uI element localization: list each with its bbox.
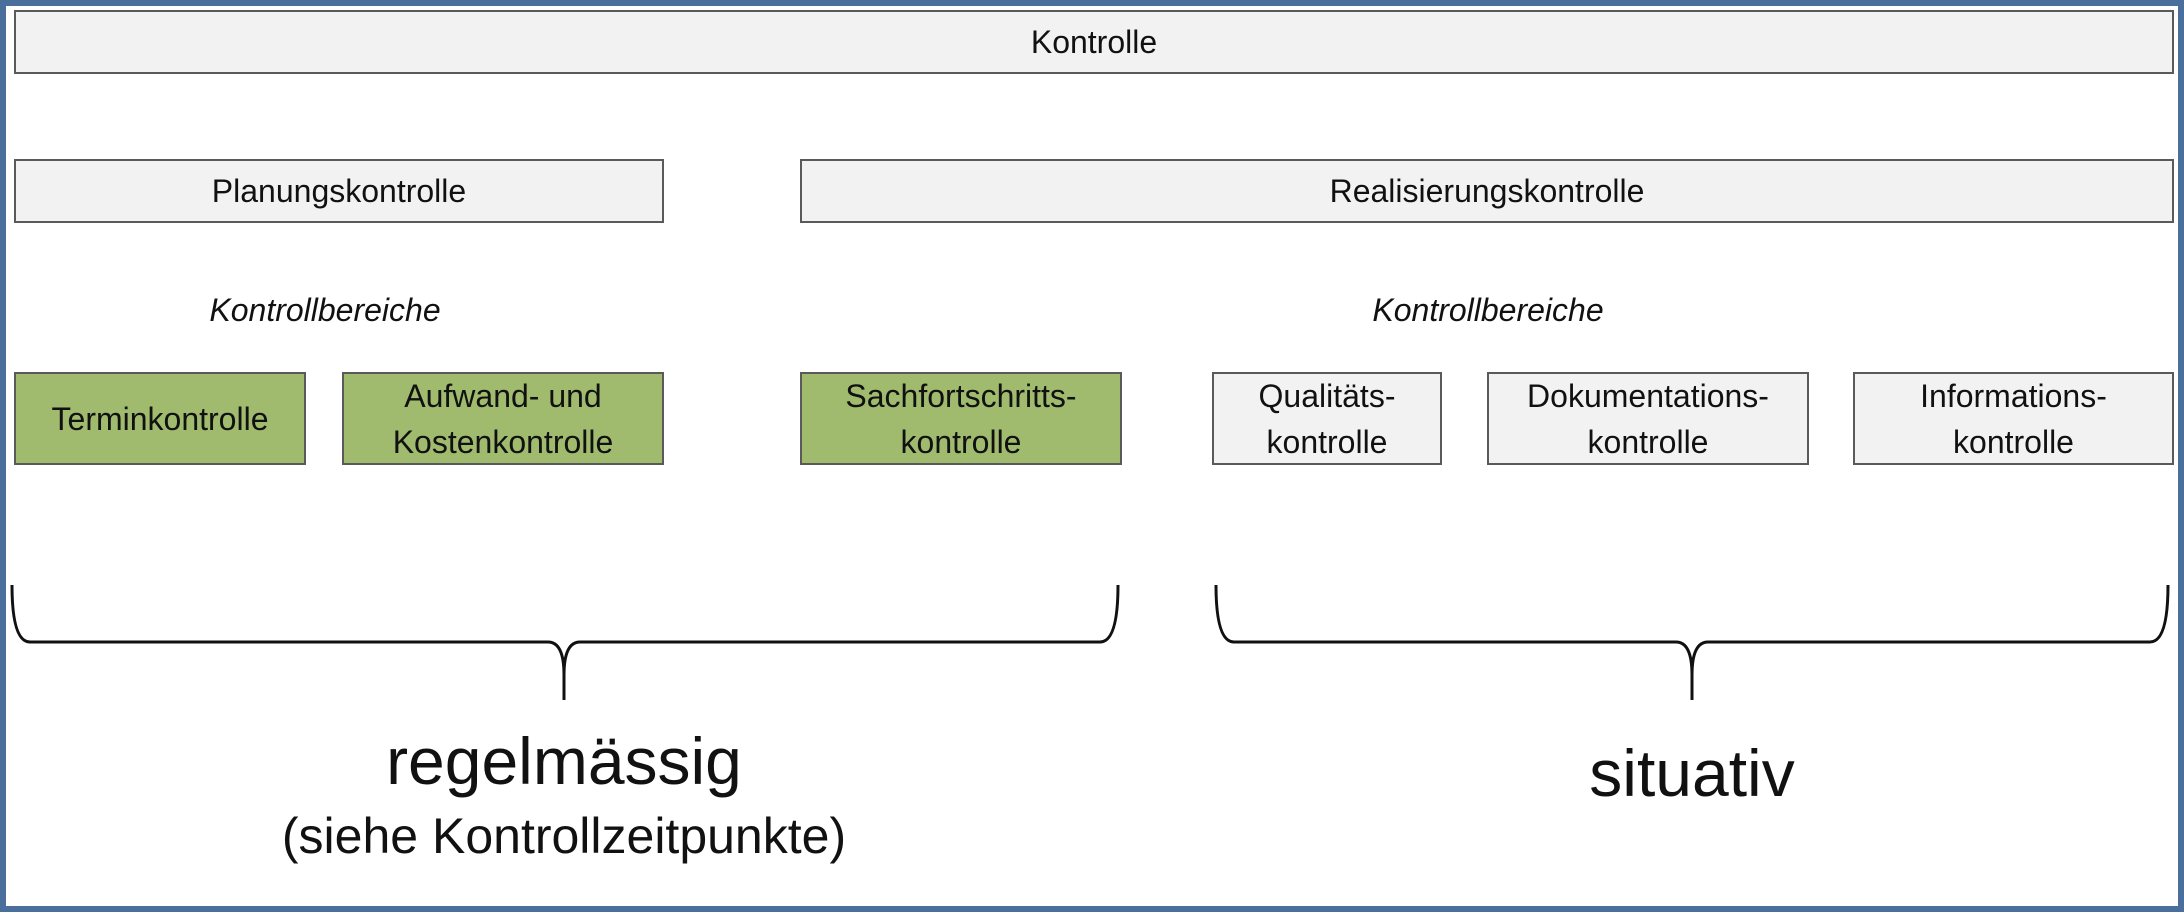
box-terminkontrolle: Terminkontrolle	[14, 372, 306, 465]
box-planungskontrolle-label: Planungskontrolle	[211, 173, 467, 209]
box-qualitaetskontrolle-label: Qualitäts- kontrolle	[1258, 377, 1396, 460]
box-aufwand-kostenkontrolle: Aufwand- und Kostenkontrolle	[342, 372, 664, 465]
box-kontrolle-label: Kontrolle	[1030, 24, 1158, 60]
caption-kontrollbereiche-right: Kontrollbereiche	[1372, 292, 1604, 328]
box-aufwand-kostenkontrolle-label: Aufwand- und Kostenkontrolle	[392, 377, 614, 460]
caption-kontrollbereiche-left: Kontrollbereiche	[209, 292, 441, 328]
box-dokumentationskontrolle: Dokumentations- kontrolle	[1487, 372, 1809, 465]
box-terminkontrolle-label: Terminkontrolle	[51, 400, 269, 437]
box-planungskontrolle: Planungskontrolle	[14, 159, 664, 223]
box-sachfortschrittskontrolle-label: Sachfortschritts- kontrolle	[845, 377, 1077, 460]
box-realisierungskontrolle: Realisierungskontrolle	[800, 159, 2174, 223]
box-informationskontrolle-label: Informations- kontrolle	[1920, 377, 2107, 460]
box-dokumentationskontrolle-label: Dokumentations- kontrolle	[1527, 377, 1769, 460]
right-curly-brace	[1214, 584, 2170, 700]
box-informationskontrolle: Informations- kontrolle	[1853, 372, 2174, 465]
label-regelmaessig: regelmässig	[386, 724, 742, 798]
label-kontrollzeitpunkte: (siehe Kontrollzeitpunkte)	[281, 808, 847, 864]
label-situativ: situativ	[1589, 736, 1795, 810]
box-realisierungskontrolle-label: Realisierungskontrolle	[1329, 173, 1645, 209]
box-sachfortschrittskontrolle: Sachfortschritts- kontrolle	[800, 372, 1122, 465]
box-qualitaetskontrolle: Qualitäts- kontrolle	[1212, 372, 1442, 465]
box-kontrolle: Kontrolle	[14, 10, 2174, 74]
left-curly-brace	[10, 584, 1120, 700]
